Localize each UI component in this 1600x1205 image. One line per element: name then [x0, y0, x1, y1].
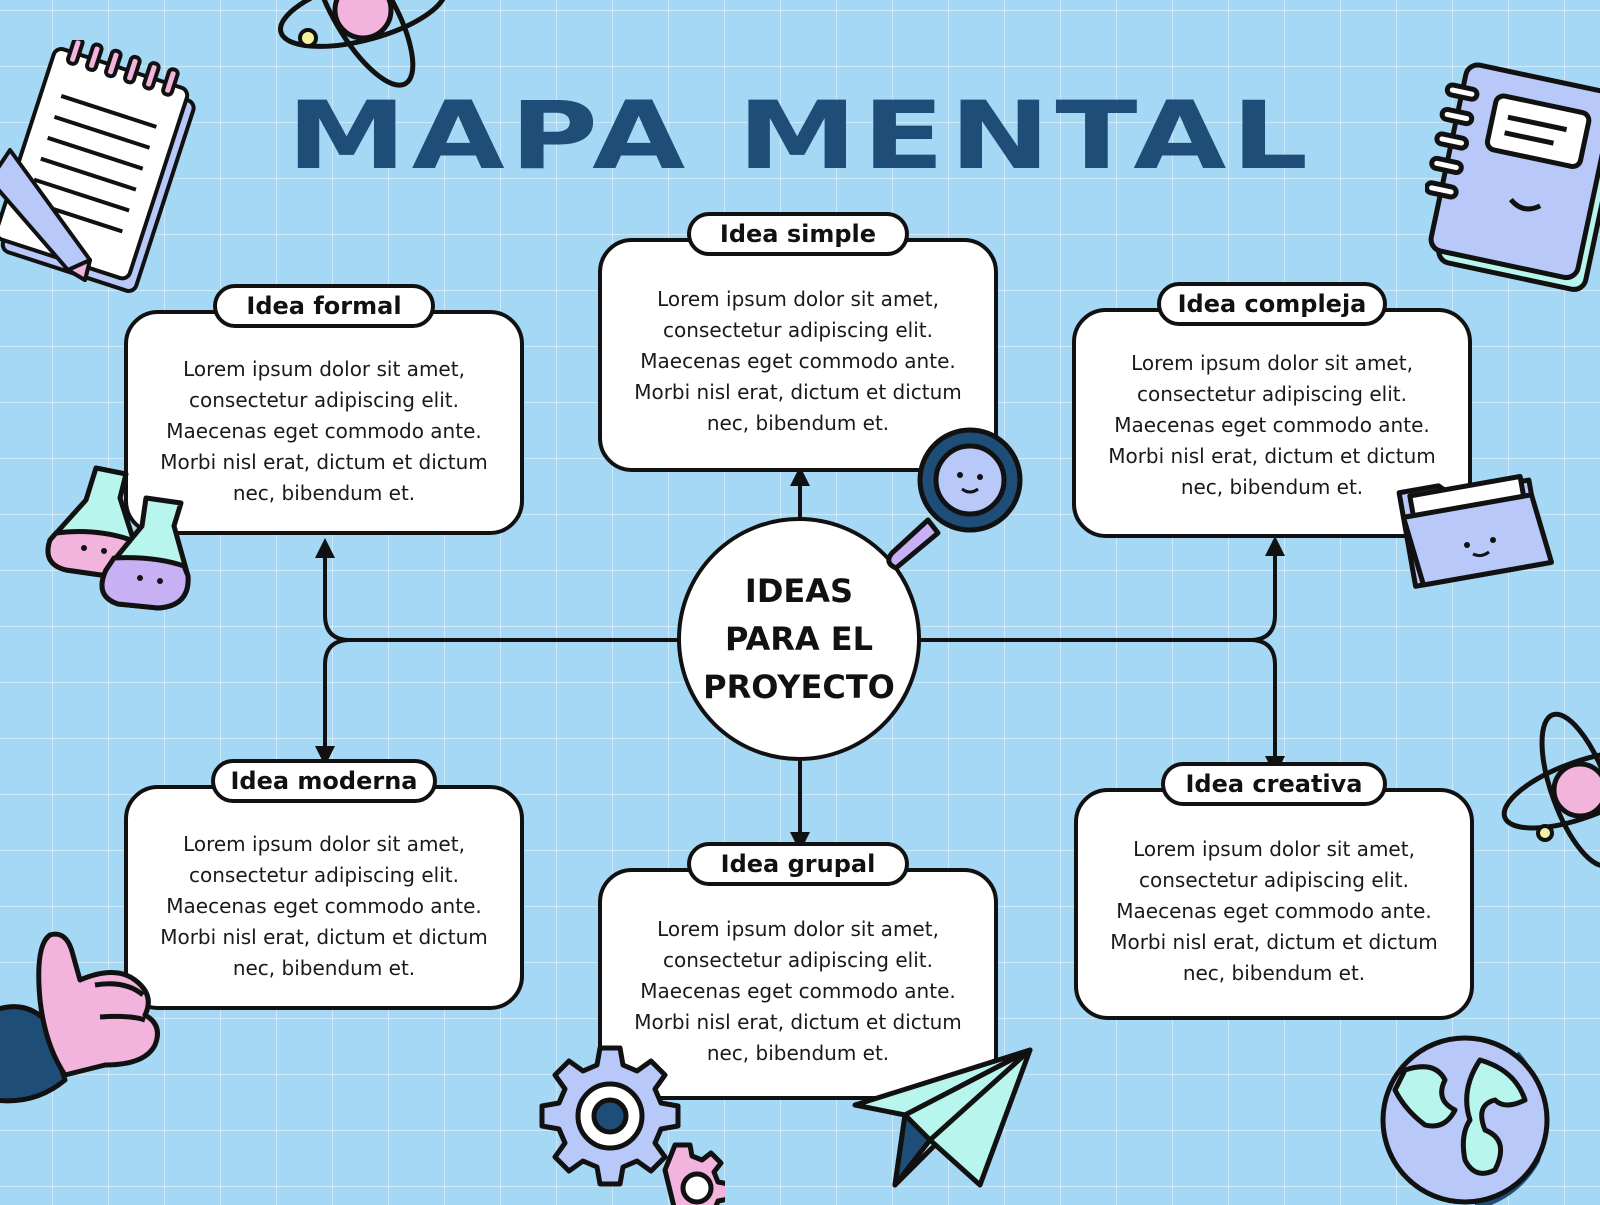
- node-card-moderna: Idea moderna Lorem ipsum dolor sit amet,…: [124, 759, 524, 1010]
- node-label: Idea compleja: [1157, 282, 1387, 326]
- node-card-compleja: Idea compleja Lorem ipsum dolor sit amet…: [1072, 282, 1472, 538]
- globe-icon: [1380, 1035, 1550, 1205]
- node-text: Lorem ipsum dolor sit amet, consectetur …: [1110, 837, 1438, 985]
- node-card-simple: Idea simple Lorem ipsum dolor sit amet, …: [598, 212, 998, 472]
- node-card-grupal: Idea grupal Lorem ipsum dolor sit amet, …: [598, 842, 998, 1100]
- node-label: Idea grupal: [687, 842, 909, 886]
- connector-moderna: [315, 638, 352, 766]
- node-text: Lorem ipsum dolor sit amet, consectetur …: [634, 917, 962, 1065]
- flasks-icon: [45, 465, 191, 611]
- node-text: Lorem ipsum dolor sit amet, consectetur …: [160, 357, 488, 505]
- central-node-text: IDEAS PARA EL PROYECTO: [703, 572, 895, 706]
- node-text: Lorem ipsum dolor sit amet, consectetur …: [634, 287, 962, 435]
- folder-icon: [1396, 474, 1555, 589]
- atom-icon: [1501, 711, 1600, 869]
- atom-icon: [278, 0, 448, 88]
- central-node: IDEAS PARA EL PROYECTO: [677, 517, 921, 761]
- paper-plane-icon: [852, 1047, 1033, 1188]
- node-label: Idea formal: [213, 284, 435, 328]
- node-card-creativa: Idea creativa Lorem ipsum dolor sit amet…: [1074, 762, 1474, 1020]
- notebook-icon: [1425, 62, 1600, 292]
- thumbs-up-icon: [0, 931, 160, 1104]
- notepad-icon: [0, 40, 196, 293]
- connector-creativa: [1248, 638, 1285, 776]
- gears-icon: [539, 1045, 725, 1205]
- node-label: Idea creativa: [1161, 762, 1387, 806]
- connector-formal: [315, 538, 679, 642]
- node-label: Idea moderna: [211, 759, 437, 803]
- node-label: Idea simple: [687, 212, 909, 256]
- magnifier-icon: [886, 427, 1023, 571]
- page-title: MAPA MENTAL: [286, 82, 1314, 191]
- node-text: Lorem ipsum dolor sit amet, consectetur …: [1108, 351, 1436, 499]
- node-text: Lorem ipsum dolor sit amet, consectetur …: [160, 832, 488, 980]
- node-card-formal: Idea formal Lorem ipsum dolor sit amet, …: [124, 284, 524, 535]
